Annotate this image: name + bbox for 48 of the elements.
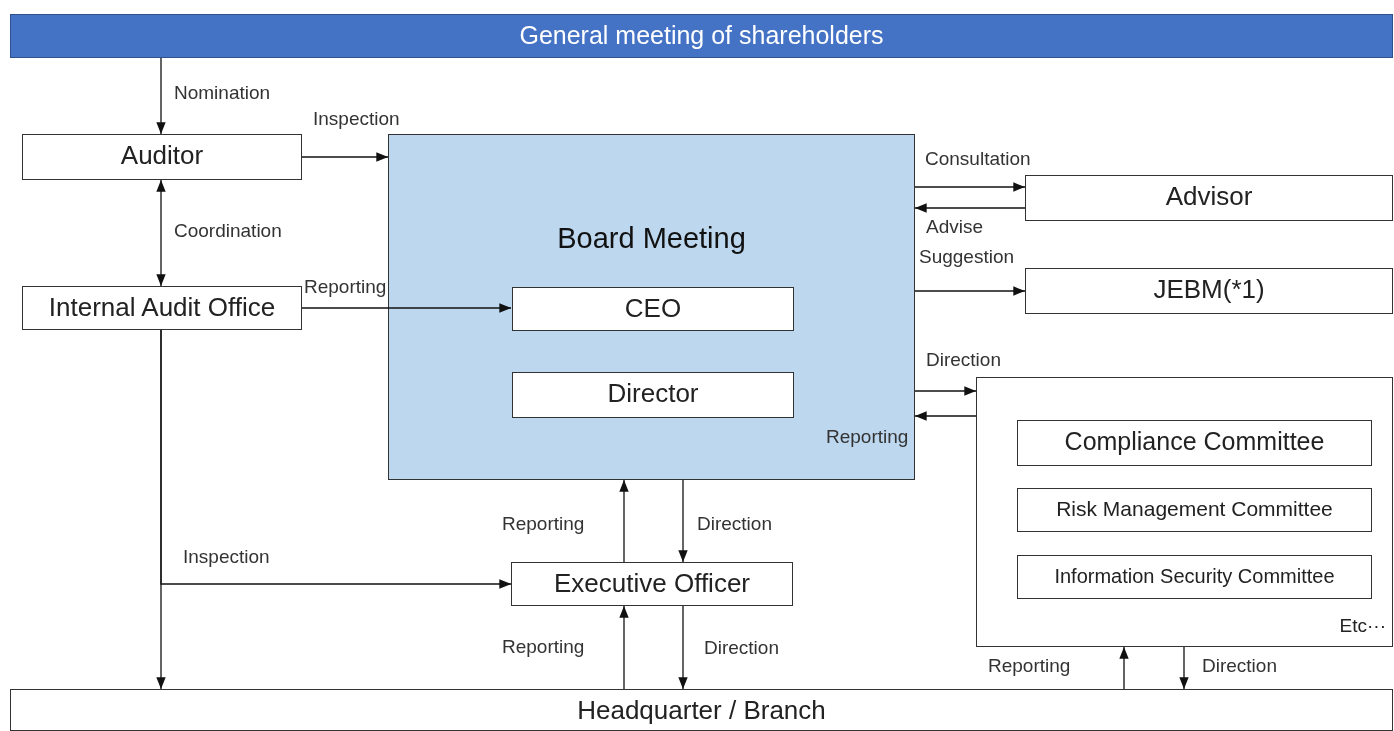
edge-label: Nomination (174, 82, 271, 104)
edge-label: Reporting (502, 513, 585, 535)
process-box: Compliance Committee (1017, 420, 1372, 466)
process-box: Risk Management Committee (1017, 488, 1372, 532)
arrow (914, 411, 977, 421)
arrow (678, 605, 688, 690)
edge-label: Reporting (502, 636, 585, 658)
edge-label: Direction (926, 349, 1001, 371)
box-title: Board Meeting (556, 221, 747, 256)
process-box: Advisor (1025, 175, 1393, 221)
board-box (388, 134, 915, 480)
process-box: JEBM(*1) (1025, 268, 1393, 314)
edge-label: Inspection (183, 546, 270, 568)
process-box: Auditor (22, 134, 302, 180)
edge-label: Reporting (826, 426, 909, 448)
header-band: General meeting of shareholders (10, 14, 1393, 58)
arrow (914, 203, 1026, 213)
arrow (1119, 646, 1129, 690)
footer-band: Headquarter / Branch (10, 689, 1393, 731)
edge-label: Reporting (988, 655, 1071, 677)
arrow (914, 386, 977, 396)
process-box: Director (512, 372, 794, 418)
edge-label: Suggestion (919, 246, 1015, 268)
arrow (301, 152, 389, 162)
note-text: Etc··· (1339, 613, 1386, 638)
arrow (301, 303, 512, 313)
edge-label: Consultation (925, 148, 1031, 170)
process-box: Information Security Committee (1017, 555, 1372, 599)
process-box: CEO (512, 287, 794, 331)
process-box: Internal Audit Office (22, 286, 302, 330)
edge-label: Reporting (304, 276, 387, 298)
edge-label: Advise (926, 216, 984, 238)
arrow (156, 57, 166, 135)
arrow (1179, 646, 1189, 690)
arrow (619, 605, 629, 690)
arrow (156, 179, 166, 287)
committee-group-box (976, 377, 1393, 647)
arrow (914, 286, 1026, 296)
edge-label: Inspection (313, 108, 400, 130)
edge-label: Direction (704, 637, 779, 659)
arrow (156, 329, 166, 690)
arrow (678, 479, 688, 563)
process-box: Executive Officer (511, 562, 793, 606)
edge-label: Direction (697, 513, 772, 535)
arrow (914, 182, 1026, 192)
edge-label: Coordination (174, 220, 282, 242)
edge-label: Direction (1202, 655, 1277, 677)
arrow (619, 479, 629, 563)
